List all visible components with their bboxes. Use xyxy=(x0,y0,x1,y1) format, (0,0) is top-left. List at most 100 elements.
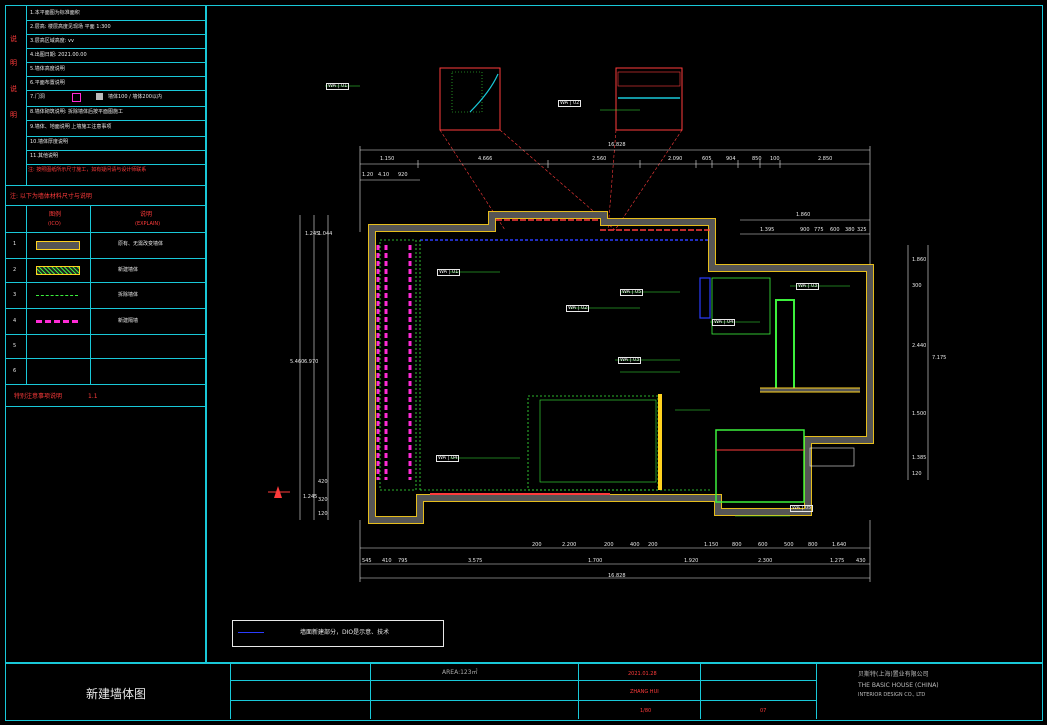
note-4: 4.出图日期: 2021.00.00 xyxy=(30,52,87,58)
dim-bottom2-1: 545 xyxy=(362,558,372,564)
tag-wa-04: WA | 04 xyxy=(436,455,460,462)
company-en: THE BASIC HOUSE (CHINA) xyxy=(858,682,939,689)
dim-bottom-6: 1.150 xyxy=(704,542,719,548)
dim-right-3: 2.440 xyxy=(912,343,927,349)
dim-right-sub-2: 900 xyxy=(800,227,810,233)
dim-top-4: 2.090 xyxy=(668,156,683,162)
dim-right-sub-1: 1.395 xyxy=(760,227,775,233)
side-mark-1: 说 xyxy=(10,35,17,43)
dim-right-sub-3: 775 xyxy=(814,227,824,233)
dim-bottom2-3: 795 xyxy=(398,558,408,564)
dim-top-9: 2.850 xyxy=(818,156,833,162)
dim-top-1: 1.150 xyxy=(380,156,395,162)
legend-swatch-existing-wall xyxy=(36,241,80,250)
tag-wa-10: WA | 05 xyxy=(620,289,644,296)
dim-sub-3: 920 xyxy=(398,172,408,178)
dim-right-2: 300 xyxy=(912,283,922,289)
note-10: 10.墙体厚度说明 xyxy=(30,139,68,145)
tag-wa-01: WA | 01 xyxy=(437,269,461,276)
drawing-title: 新建墙体图 xyxy=(86,687,147,701)
dim-left-4: 6.970 xyxy=(304,359,319,365)
note-3: 3.层高区域高度: vv xyxy=(30,38,74,44)
company-sub: INTERIOR DESIGN CO., LTD xyxy=(858,692,926,698)
dim-right-1: 1.860 xyxy=(912,257,927,263)
dim-bottom-total: 16.828 xyxy=(608,573,626,579)
dim-bottom2-7: 2.300 xyxy=(758,558,773,564)
dim-left-3: 5.460 xyxy=(290,359,305,365)
tag-wa-09: WA | 04 xyxy=(712,319,736,326)
note-6: 6.平面布置说明 xyxy=(30,80,65,86)
dim-bottom-3: 200 xyxy=(604,542,614,548)
dim-bottom2-8: 1.275 xyxy=(830,558,845,564)
legend-num-1: 1 xyxy=(13,241,17,247)
dim-right-sub-5: 380 xyxy=(845,227,855,233)
dim-right-5: 1.500 xyxy=(912,411,927,417)
legend-label-3: 拆除墙体 xyxy=(118,292,139,298)
tag-wa-05: WA | 05 xyxy=(790,505,814,512)
legend-title: 注: 以下为墙体材料尺寸与说明 xyxy=(10,193,92,200)
dim-right-sub-6: 325 xyxy=(857,227,867,233)
plan-note-text: 墙面新建部分，DIO是示意、技术 xyxy=(300,629,390,636)
dim-bottom2-4: 3.575 xyxy=(468,558,483,564)
legend-num-3: 3 xyxy=(13,292,17,298)
dim-bottom2-6: 1.920 xyxy=(684,558,699,564)
dim-bottom2-9: 430 xyxy=(856,558,866,564)
side-mark-3: 说 xyxy=(10,85,17,93)
note-9: 9.墙体、地面说明 上墙施工注意事项 xyxy=(30,124,112,130)
legend-head-icon-en: (ICO) xyxy=(48,221,61,227)
legend-num-2: 2 xyxy=(13,267,17,273)
note-7: 7.门洞 xyxy=(30,94,45,100)
legend-swatch-partition xyxy=(36,320,78,323)
plan-note-box xyxy=(232,620,444,647)
dim-top-6: 904 xyxy=(726,156,736,162)
legend-head-icon: 图例 xyxy=(49,211,62,218)
legend-num-6: 6 xyxy=(13,368,17,374)
legend-num-5: 5 xyxy=(13,343,17,349)
dim-bottom2-2: 410 xyxy=(382,558,392,564)
dim-top-8: 100 xyxy=(770,156,780,162)
title-scale: 1/80 xyxy=(640,708,652,714)
legend-num-4: 4 xyxy=(13,318,17,324)
dim-top-7: 850 xyxy=(752,156,762,162)
dim-bottom-10: 800 xyxy=(808,542,818,548)
dim-bottom-1: 200 xyxy=(532,542,542,548)
dim-left-2: 1.044 xyxy=(318,231,333,237)
note-7-swatch-magenta xyxy=(72,93,81,102)
legend-label-1: 原有、无需改变墙体 xyxy=(118,241,164,247)
note-2: 2.层高: 楼层高度见现场 平面 1:300 xyxy=(30,24,111,30)
dim-right-6: 1.385 xyxy=(912,455,927,461)
note-7-swatch-gray xyxy=(96,93,103,100)
legend-head-explain-en: (EXPLAIN) xyxy=(135,221,161,227)
dim-right-sub-4: 600 xyxy=(830,227,840,233)
dim-bottom-4: 400 xyxy=(630,542,640,548)
legend-head-explain: 说明 xyxy=(140,211,153,218)
footer-note: 特别注意事项说明 xyxy=(14,393,63,400)
tag-wa-02: WA | 02 xyxy=(566,305,590,312)
dim-left-1: 1.245 xyxy=(305,231,320,237)
dim-left-7: 320 xyxy=(318,497,328,503)
note-12: 注: 按照图纸所示尺寸施工，如有疑问请与设计师联系 xyxy=(28,167,147,173)
side-mark-2: 明 xyxy=(10,59,17,67)
title-sheet-no: 07 xyxy=(760,708,767,714)
dim-bottom2-5: 1.700 xyxy=(588,558,603,564)
plan-note-line xyxy=(238,632,264,633)
legend-swatch-demolish xyxy=(36,295,78,296)
dim-top-2: 4.666 xyxy=(478,156,493,162)
tag-wa-03: WA | 03 xyxy=(618,357,642,364)
title-block-frame xyxy=(5,662,1043,721)
dim-right-7: 120 xyxy=(912,471,922,477)
note-1: 1.本平面图为标准面积 xyxy=(30,10,80,16)
dim-left-6: 420 xyxy=(318,479,328,485)
dim-left-5: 1.245 xyxy=(303,494,318,500)
dim-right-4: 7.175 xyxy=(932,355,947,361)
plan-frame xyxy=(205,5,1043,664)
tag-wa-08: WA | 03 xyxy=(796,283,820,290)
dim-left-8: 120 xyxy=(318,511,328,517)
dim-bottom-8: 600 xyxy=(758,542,768,548)
dim-bottom-2: 2.200 xyxy=(562,542,577,548)
side-mark-4: 明 xyxy=(10,111,17,119)
legend-label-4: 新建隔墙 xyxy=(118,318,139,324)
dim-right-top: 1.860 xyxy=(796,212,811,218)
dim-bottom-11: 1.640 xyxy=(832,542,847,548)
